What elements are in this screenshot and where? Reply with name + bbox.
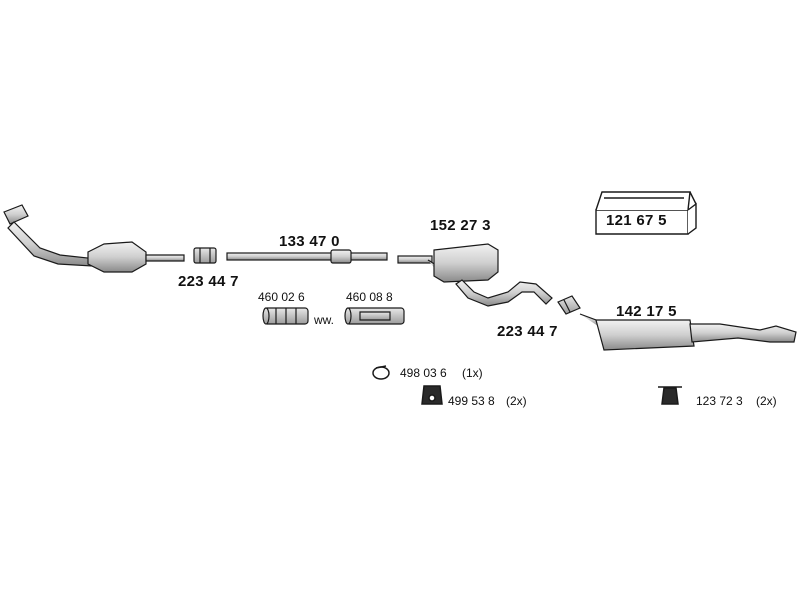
kit-box-number: 121 67 5 <box>606 212 667 229</box>
front-pipe-icon <box>3 204 185 273</box>
rear-silencer-number: 142 17 5 <box>616 303 677 320</box>
clamp-rear-icon <box>557 295 581 315</box>
ring-number: 498 03 6 <box>400 366 447 380</box>
centre-silencer-number: 152 27 3 <box>430 217 491 234</box>
bracket-qty: (2x) <box>756 394 777 408</box>
hanger-number: 499 53 8 <box>448 394 495 408</box>
connector-b-number: 460 08 8 <box>346 290 393 304</box>
centre-silencer-icon <box>397 243 553 307</box>
clamp-front-icon <box>193 247 217 264</box>
connector-a-number: 460 02 6 <box>258 290 305 304</box>
ring-qty: (1x) <box>462 366 483 380</box>
mounting-bracket-icon <box>658 386 682 405</box>
middle-pipe-icon <box>226 249 388 264</box>
middle-pipe-number: 133 47 0 <box>279 233 340 250</box>
hanger-qty: (2x) <box>506 394 527 408</box>
rubber-hanger-icon <box>421 385 443 405</box>
kit-box-icon <box>595 191 697 235</box>
connector-a-icon <box>262 307 309 325</box>
rear-silencer-icon <box>579 313 797 351</box>
connector-b-icon <box>344 307 405 325</box>
connector-note: ww. <box>314 313 335 327</box>
clamp-rear-number: 223 44 7 <box>497 323 558 340</box>
bracket-number: 123 72 3 <box>696 394 743 408</box>
clamp-front-number: 223 44 7 <box>178 273 239 290</box>
rubber-ring-icon <box>372 365 390 380</box>
